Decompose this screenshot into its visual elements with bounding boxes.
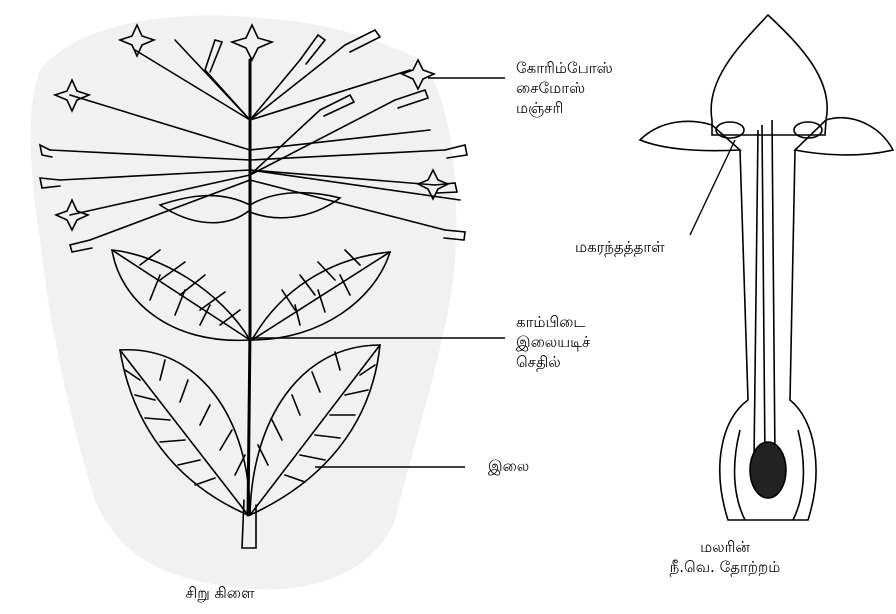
label-leaf: இலை [488, 456, 529, 476]
label-flower-section-line2: நீ.வெ. தோற்றம் [640, 557, 810, 577]
label-flower-section: மலரின் நீ.வெ. தோற்றம் [640, 537, 810, 577]
leader-stamen [690, 140, 735, 235]
label-stipule-line3: செதில் [516, 352, 590, 372]
label-stipule: காம்பிடை இலையடிச் செதில் [516, 312, 590, 372]
label-leaf-text: இலை [488, 457, 529, 475]
label-inflorescence-line3: மஞ்சரி [516, 98, 613, 118]
label-inflorescence-line1: கோரிம்போஸ் [516, 58, 613, 78]
label-stamen: மகரந்தத்தாள் [575, 237, 665, 257]
label-flower-section-line1: மலரின் [640, 537, 810, 557]
label-inflorescence: கோரிம்போஸ் சைமோஸ் மஞ்சரி [516, 58, 613, 118]
label-stipule-line1: காம்பிடை [516, 312, 590, 332]
label-stamen-text: மகரந்தத்தாள் [575, 238, 665, 256]
label-twig-text: சிறு கிளை [185, 584, 254, 602]
flower-section-drawing [640, 15, 893, 520]
label-stipule-line2: இலையடிச் [516, 332, 590, 352]
label-inflorescence-line2: சைமோஸ் [516, 78, 613, 98]
label-twig: சிறு கிளை [150, 583, 290, 603]
